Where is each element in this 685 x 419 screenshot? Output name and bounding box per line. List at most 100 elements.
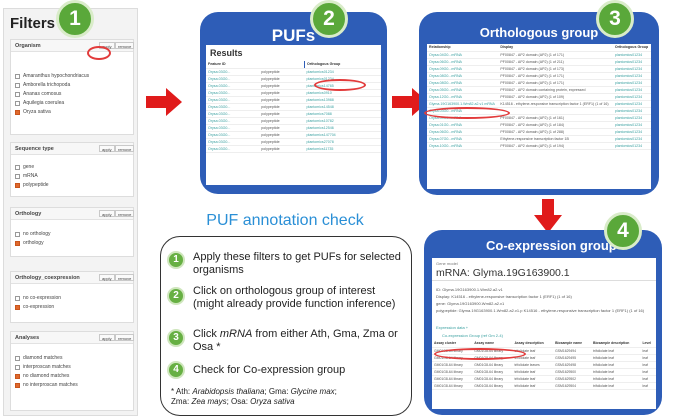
table-cell[interactable]: plantomics01234 bbox=[612, 114, 651, 122]
table-cell[interactable]: Orysa.03G0... bbox=[206, 68, 260, 76]
checked-checkbox[interactable] bbox=[15, 183, 20, 188]
organism-heading: Organism bbox=[15, 43, 41, 49]
sequence-apply-button[interactable]: apply bbox=[99, 145, 115, 152]
analyses-apply-button[interactable]: apply bbox=[99, 334, 115, 341]
coexpression-option[interactable]: no co-expression bbox=[11, 294, 133, 303]
table-cell[interactable]: Orysa.08G0...mRNA bbox=[427, 79, 499, 87]
table-cell[interactable]: Orysa.03G0... bbox=[206, 103, 260, 111]
table-cell[interactable]: plantomics01234 bbox=[612, 142, 651, 150]
table-cell[interactable]: plantomics27078 bbox=[304, 138, 381, 146]
table-cell[interactable]: plantomics01234 bbox=[612, 58, 651, 66]
checked-checkbox[interactable] bbox=[15, 305, 20, 310]
table-cell[interactable]: Orysa.08G0...mRNA bbox=[427, 72, 499, 80]
analyses-remove-button[interactable]: remove bbox=[115, 334, 135, 341]
table-cell[interactable]: Orysa.03G0... bbox=[206, 124, 260, 132]
analyses-heading: Analyses bbox=[15, 335, 40, 341]
table-cell[interactable]: Orysa.06G0...mRNA bbox=[427, 58, 499, 66]
table-cell[interactable]: Orysa.05G0...mRNA bbox=[427, 86, 499, 94]
sequence_type-option[interactable]: mRNA bbox=[11, 172, 133, 181]
coexpression-group-link[interactable]: Co-expression Group (ref Gm 2-4) bbox=[442, 333, 503, 338]
table-cell[interactable]: plantomics14548 bbox=[304, 103, 381, 111]
ortho-table: Relationship Display Orthologous Group O… bbox=[427, 44, 651, 150]
organism-option[interactable]: Oryza sativa bbox=[11, 108, 133, 117]
table-cell[interactable]: plantomics12546 bbox=[304, 124, 381, 132]
sequence-remove-button[interactable]: remove bbox=[115, 145, 135, 152]
coexpression-option[interactable]: co-expression bbox=[11, 303, 133, 312]
table-cell[interactable]: plantomics01234 bbox=[612, 65, 651, 73]
table-cell: polypeptide bbox=[259, 138, 305, 146]
table-cell[interactable]: Orysa.06G0...mRNA bbox=[427, 128, 499, 136]
table-cell[interactable]: plantomics01234 bbox=[612, 86, 651, 94]
table-cell[interactable]: plantomics11735 bbox=[304, 145, 381, 153]
table-cell[interactable]: Orysa.03G0... bbox=[206, 82, 260, 90]
unchecked-checkbox[interactable] bbox=[15, 174, 20, 179]
checked-checkbox[interactable] bbox=[15, 110, 20, 115]
pufs-col-group: Orthologous Group bbox=[304, 61, 381, 69]
table-cell[interactable]: plantomics147704 bbox=[304, 131, 381, 139]
organism-remove-button[interactable]: remove bbox=[115, 42, 135, 49]
table-cell[interactable]: Orysa.12G0...mRNA bbox=[427, 93, 499, 101]
coexpression-apply-button[interactable]: apply bbox=[99, 274, 115, 281]
unchecked-checkbox[interactable] bbox=[15, 92, 20, 97]
table-cell[interactable]: plantomics01234 bbox=[612, 121, 651, 129]
table-cell[interactable]: Orysa.04G0...mRNA bbox=[427, 51, 499, 59]
orthology-apply-button[interactable]: apply bbox=[99, 210, 115, 217]
organism-option[interactable]: Ananas comosus bbox=[11, 90, 133, 99]
table-cell[interactable]: plantomics01234 bbox=[612, 93, 651, 101]
table-cell[interactable]: plantomics10782 bbox=[304, 117, 381, 125]
table-cell[interactable]: plantomics01234 bbox=[612, 135, 651, 143]
organism-option[interactable]: Amaranthus hypochondriacus bbox=[11, 72, 133, 81]
organism-option[interactable]: Amborella trichopoda bbox=[11, 81, 133, 90]
orthology-remove-button[interactable]: remove bbox=[115, 210, 135, 217]
unchecked-checkbox[interactable] bbox=[15, 296, 20, 301]
table-cell: GM01G8-64 library bbox=[432, 368, 473, 376]
table-cell[interactable]: Orysa.07G0...mRNA bbox=[427, 135, 499, 143]
table-cell[interactable]: Orysa.03G0... bbox=[206, 75, 260, 83]
table-cell[interactable]: Orysa.03G0... bbox=[206, 89, 260, 97]
table-cell[interactable]: Orysa.03G0... bbox=[206, 131, 260, 139]
table-cell[interactable]: plantomics01234 bbox=[612, 128, 651, 136]
table-cell[interactable]: plantomics0910 bbox=[304, 89, 381, 97]
table-cell[interactable]: Orysa.09G0...mRNA bbox=[427, 65, 499, 73]
checked-checkbox[interactable] bbox=[15, 241, 20, 246]
coexp-group-highlight bbox=[434, 348, 526, 360]
table-cell[interactable]: Glyma.19G163900.1.Wm82.a2.v1 mRNA bbox=[427, 100, 499, 108]
sequence_type-option[interactable]: gene bbox=[11, 163, 133, 172]
table-cell[interactable]: Orysa.03G0... bbox=[206, 96, 260, 104]
organism-option[interactable]: Aquilegia coerulea bbox=[11, 99, 133, 108]
table-cell[interactable]: plantomics01234 bbox=[612, 79, 651, 87]
unchecked-checkbox[interactable] bbox=[15, 232, 20, 237]
table-cell[interactable]: Orysa.10G0...mRNA bbox=[427, 142, 499, 150]
analyses-option[interactable]: diamond matches bbox=[11, 354, 133, 363]
table-cell[interactable]: Orysa.03G0... bbox=[206, 145, 260, 153]
checked-checkbox[interactable] bbox=[15, 374, 20, 379]
orthology-option[interactable]: no orthology bbox=[11, 230, 133, 239]
unchecked-checkbox[interactable] bbox=[15, 101, 20, 106]
table-cell[interactable]: Orysa.03G0... bbox=[206, 138, 260, 146]
checked-checkbox[interactable] bbox=[15, 383, 20, 388]
orthology-option[interactable]: orthology bbox=[11, 239, 133, 248]
table-cell[interactable]: plantomics01234 bbox=[612, 107, 651, 115]
table-cell[interactable]: Orysa.03G0... bbox=[206, 110, 260, 118]
table-cell[interactable]: plantomics01234 bbox=[612, 100, 651, 108]
sequence_type-option[interactable]: polypeptide bbox=[11, 181, 133, 190]
table-cell[interactable]: plantomics01234 bbox=[304, 68, 381, 76]
analyses-option[interactable]: no interproscan matches bbox=[11, 381, 133, 390]
unchecked-checkbox[interactable] bbox=[15, 83, 20, 88]
unchecked-checkbox[interactable] bbox=[15, 365, 20, 370]
unchecked-checkbox[interactable] bbox=[15, 356, 20, 361]
coexpression-remove-button[interactable]: remove bbox=[115, 274, 135, 281]
unchecked-checkbox[interactable] bbox=[15, 74, 20, 79]
table-cell[interactable]: plantomics01234 bbox=[612, 51, 651, 59]
table-cell[interactable]: Orysa.01G0...mRNA bbox=[427, 121, 499, 129]
analyses-option[interactable]: no diamond matches bbox=[11, 372, 133, 381]
table-cell[interactable]: plantomics7088 bbox=[304, 110, 381, 118]
arrow-right-icon bbox=[146, 88, 182, 116]
table-cell[interactable]: Orysa.03G0... bbox=[206, 117, 260, 125]
analyses-option[interactable]: interproscan matches bbox=[11, 363, 133, 372]
unchecked-checkbox[interactable] bbox=[15, 165, 20, 170]
expression-data-link[interactable]: Expression data + bbox=[436, 325, 469, 330]
table-cell[interactable]: plantomics13988 bbox=[304, 96, 381, 104]
table-cell[interactable]: plantomics01234 bbox=[612, 72, 651, 80]
